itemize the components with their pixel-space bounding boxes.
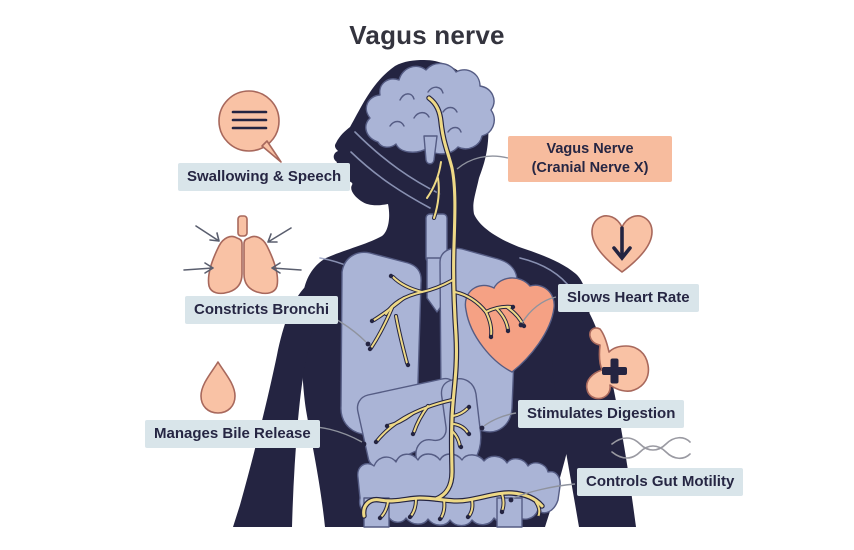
brain-fold: [442, 106, 458, 113]
brain-fold: [447, 126, 462, 133]
wavy-lines-icon: [611, 436, 691, 460]
lungs-arrows-icon: [183, 215, 302, 295]
label-manages-bile-release: Manages Bile Release: [145, 420, 320, 448]
stomach-plus-icon: [585, 327, 650, 400]
vagus-nerve-callout: Vagus Nerve (Cranial Nerve X): [508, 136, 672, 182]
label-controls-gut-motility: Controls Gut Motility: [577, 468, 744, 496]
left-arm-shape: [233, 286, 320, 527]
label-constricts-bronchi: Constricts Bronchi: [185, 296, 339, 324]
brain-fold: [399, 93, 415, 101]
page-title: Vagus nerve: [349, 20, 505, 50]
droplet-icon: [200, 361, 236, 414]
organs: [340, 62, 561, 528]
nerve-stomach-branch: [452, 407, 469, 417]
vagus-nerve-callout-line1: Vagus Nerve: [546, 141, 634, 157]
vagus-nerve-path: [362, 96, 544, 522]
brain-fold: [389, 120, 405, 127]
heart-down-arrow-icon: [591, 215, 653, 273]
label-stimulates-digestion: Stimulates Digestion: [518, 400, 685, 428]
nerve-heart-branch: [454, 291, 487, 313]
nerve-liver-branch: [376, 399, 453, 442]
nerve-trunk: [427, 96, 458, 501]
connector-vagus-box: [456, 155, 509, 170]
speech-bubble-icon: [218, 90, 282, 163]
nerve-ending-dots: [367, 273, 541, 522]
heart-organ: [464, 277, 555, 373]
brain-fold: [413, 111, 430, 119]
connector-digestion: [483, 412, 517, 427]
stomach-organ: [415, 378, 482, 478]
connector-heart: [521, 296, 557, 324]
vagus-nerve-callout-line2: (Cranial Nerve X): [531, 160, 649, 176]
brain-fold: [427, 86, 444, 94]
label-slows-heart-rate: Slows Heart Rate: [558, 284, 699, 312]
brainstem: [423, 135, 438, 165]
connector-gut: [512, 483, 576, 499]
throat-line: [350, 151, 431, 209]
label-swallowing-speech: Swallowing & Speech: [178, 163, 351, 191]
